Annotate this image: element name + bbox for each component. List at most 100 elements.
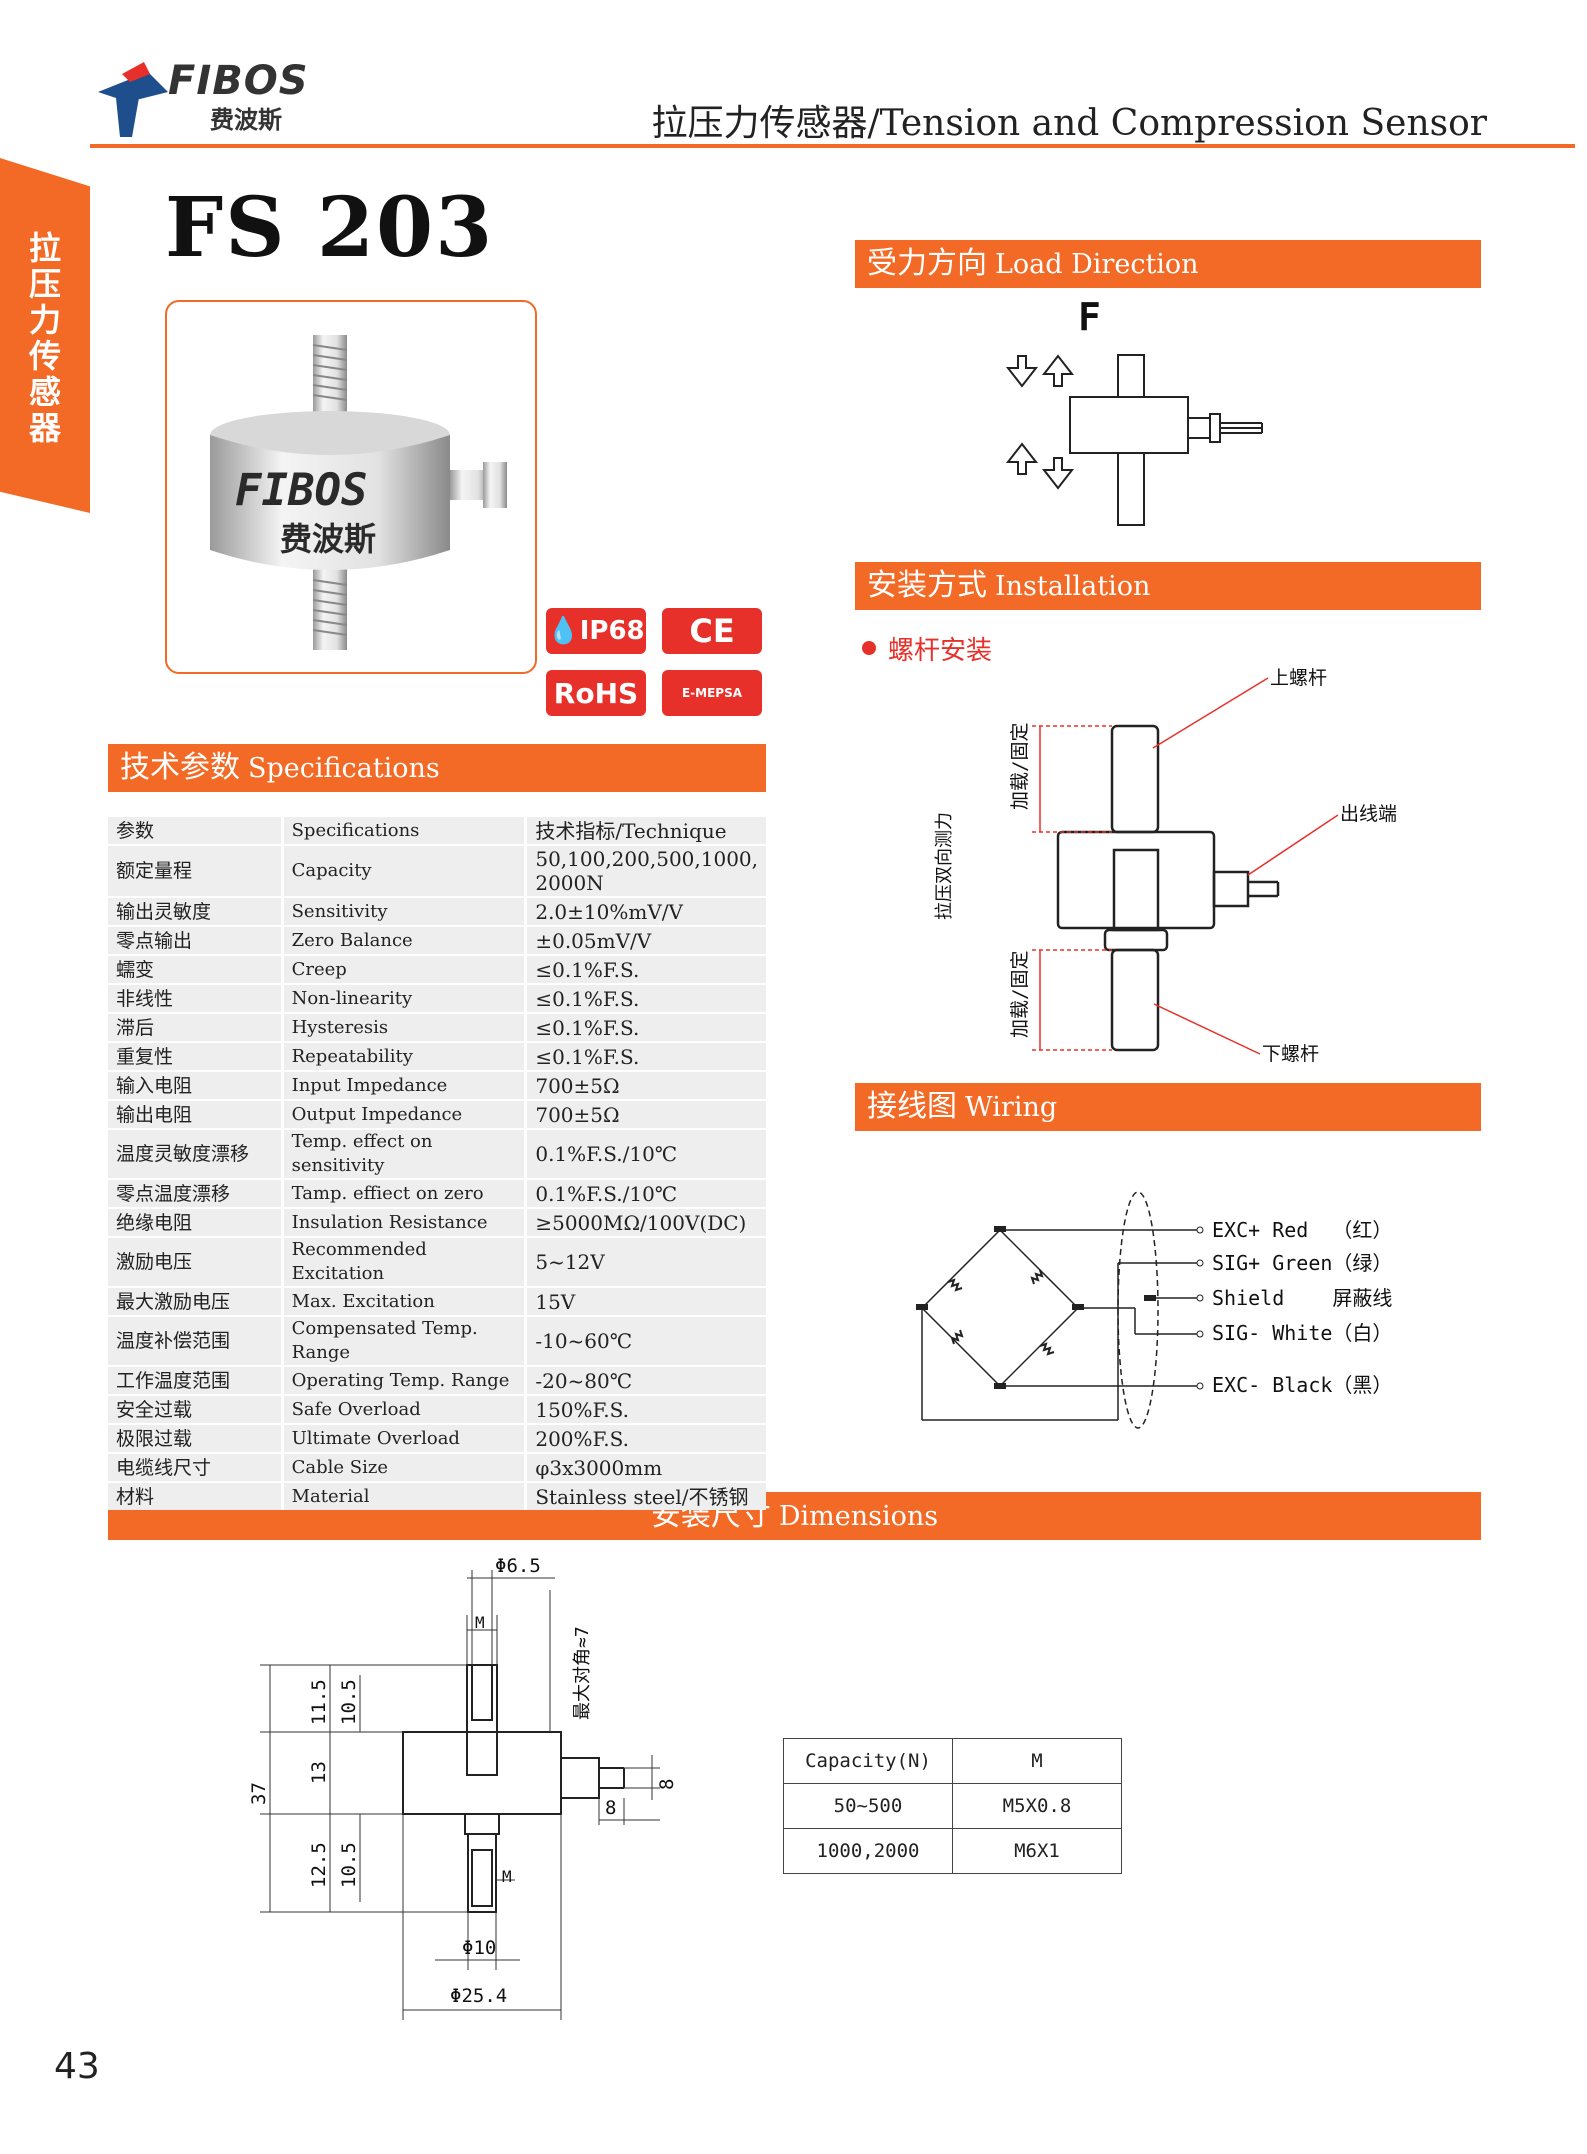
logo-text-en: FIBOS bbox=[168, 58, 309, 104]
spec-value: 0.1%F.S./10℃ bbox=[524, 1130, 766, 1178]
wire-exc-plus: EXC+ Red （红） bbox=[1212, 1218, 1392, 1242]
dim-body-height: 13 bbox=[308, 1761, 330, 1784]
page-number: 43 bbox=[54, 2046, 100, 2087]
table-cell: 50~500 bbox=[783, 1783, 953, 1829]
spec-param-en: Sensitivity bbox=[280, 898, 525, 925]
dim-body-diameter: Φ25.4 bbox=[450, 1985, 507, 2007]
load-direction-diagram: F bbox=[1005, 300, 1263, 526]
page-title: 拉压力传感器/Tension and Compression Sensor bbox=[651, 103, 1487, 144]
dim-max-diagonal: 最大对角≈7 bbox=[572, 1626, 593, 1720]
spec-param-cn: 额定量程 bbox=[108, 846, 281, 896]
installation-diagram: 上螺杆 出线端 下螺杆 加载/固定 拉压双向测力 加载/固定 bbox=[934, 667, 1397, 1065]
logo-text-cn: 费波斯 bbox=[210, 106, 282, 134]
load-arrow-icons bbox=[1005, 354, 1075, 490]
spec-value: φ3x3000mm bbox=[524, 1454, 766, 1481]
dim-bottom-outer: 12.5 bbox=[308, 1842, 330, 1888]
spec-value: ≥5000MΩ/100V(DC) bbox=[524, 1209, 766, 1236]
spec-value: 200%F.S. bbox=[524, 1425, 766, 1452]
spec-value: 15V bbox=[524, 1288, 766, 1315]
spec-param-cn: 工作温度范围 bbox=[108, 1367, 281, 1394]
header-divider bbox=[90, 144, 1575, 148]
spec-param-cn: 非线性 bbox=[108, 985, 281, 1012]
dimensions-drawing: Φ6.5 M 最大对角≈7 37 11.5 10.5 13 12.5 10.5 … bbox=[248, 1555, 678, 2020]
spec-value: 50,100,200,500,1000,2000N bbox=[524, 846, 766, 896]
spec-param-en: Recommended Excitation bbox=[280, 1238, 525, 1286]
spec-value: ≤0.1%F.S. bbox=[524, 956, 766, 983]
spec-param-en: Max. Excitation bbox=[280, 1288, 525, 1315]
load-fixed-top-label: 加载/固定 bbox=[1009, 723, 1031, 810]
product-photo-frame bbox=[165, 300, 537, 674]
spec-param-en: Capacity bbox=[280, 846, 525, 896]
dim-top-outer: 11.5 bbox=[308, 1679, 330, 1725]
wire-sig-minus: SIG- White（白） bbox=[1212, 1321, 1392, 1345]
wire-exc-minus: EXC- Black（黑） bbox=[1212, 1373, 1392, 1397]
spec-value: 5~12V bbox=[524, 1238, 766, 1286]
spec-param-cn: 输出电阻 bbox=[108, 1101, 281, 1128]
spec-param-en: Output Impedance bbox=[280, 1101, 525, 1128]
spec-param-en: Tamp. effiect on zero bbox=[280, 1180, 525, 1207]
spec-param-cn: 重复性 bbox=[108, 1043, 281, 1070]
spec-param-en: Insulation Resistance bbox=[280, 1209, 525, 1236]
top-screw-label: 上螺杆 bbox=[1270, 667, 1327, 689]
table-header: M bbox=[952, 1738, 1122, 1784]
spec-param-en: Operating Temp. Range bbox=[280, 1367, 525, 1394]
spec-value: 700±5Ω bbox=[524, 1072, 766, 1099]
bidirectional-label: 拉压双向测力 bbox=[934, 812, 955, 920]
spec-param-en: Temp. effect on sensitivity bbox=[280, 1130, 525, 1178]
spec-value: 150%F.S. bbox=[524, 1396, 766, 1423]
spec-param-cn: 激励电压 bbox=[108, 1238, 281, 1286]
table-cell: M6X1 bbox=[952, 1828, 1122, 1874]
spec-param-cn: 输出灵敏度 bbox=[108, 898, 281, 925]
spec-param-cn: 安全过载 bbox=[108, 1396, 281, 1423]
spec-param-cn: 绝缘电阻 bbox=[108, 1209, 281, 1236]
spec-param-cn: 滞后 bbox=[108, 1014, 281, 1041]
capacity-thread-table: Capacity(N) M 50~500 M5X0.8 1000,2000 M6… bbox=[783, 1738, 1122, 1874]
spec-value: 0.1%F.S./10℃ bbox=[524, 1180, 766, 1207]
table-row: Capacity(N) M bbox=[783, 1738, 1122, 1784]
spec-value: 2.0±10%mV/V bbox=[524, 898, 766, 925]
spec-param-cn: 输入电阻 bbox=[108, 1072, 281, 1099]
dim-bottom-inner: 10.5 bbox=[338, 1842, 360, 1888]
cable-outlet-label: 出线端 bbox=[1340, 803, 1397, 825]
dim-bottom-thread: M bbox=[502, 1867, 512, 1886]
side-category-tab bbox=[0, 158, 90, 513]
dim-bottom-diameter: Φ10 bbox=[462, 1937, 496, 1959]
mepsa-badge: E-MEPSA bbox=[662, 670, 762, 716]
spec-value: ≤0.1%F.S. bbox=[524, 985, 766, 1012]
ip68-badge: 💧IP68 bbox=[546, 608, 646, 654]
rohs-badge: RoHS bbox=[546, 670, 646, 716]
product-photo: FIBOS 费波斯 bbox=[210, 335, 507, 650]
dim-connector-height: 8 bbox=[656, 1779, 678, 1790]
table-header: Specifications bbox=[280, 817, 525, 844]
table-row: 1000,2000 M6X1 bbox=[783, 1828, 1122, 1874]
spec-param-en: Ultimate Overload bbox=[280, 1425, 525, 1452]
spec-param-en: Compensated Temp. Range bbox=[280, 1317, 525, 1365]
spec-value: -10~60℃ bbox=[524, 1317, 766, 1365]
side-category-label: 拉压力传感器 bbox=[28, 229, 61, 447]
dim-top-diameter: Φ6.5 bbox=[495, 1555, 541, 1577]
table-cell: M5X0.8 bbox=[952, 1783, 1122, 1829]
table-header: 技术指标/Technique bbox=[524, 817, 766, 844]
spec-param-en: Hysteresis bbox=[280, 1014, 525, 1041]
spec-param-cn: 零点温度漂移 bbox=[108, 1180, 281, 1207]
